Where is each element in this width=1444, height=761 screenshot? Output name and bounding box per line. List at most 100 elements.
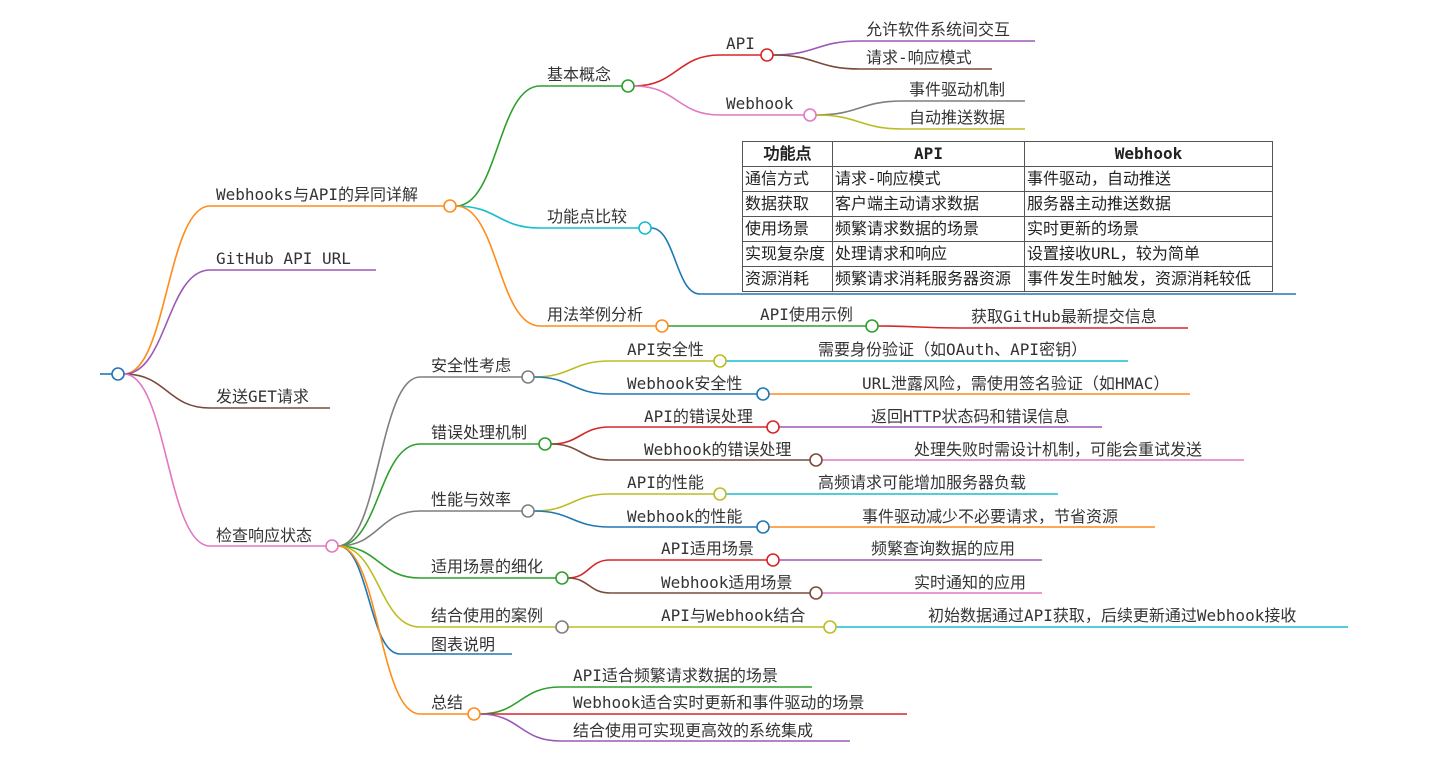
topic-summary-combined: 结合使用可实现更高效的系统集成	[573, 721, 814, 740]
table-header: API	[832, 141, 1025, 167]
topic-webhooks-vs-api: Webhooks与API的异同详解	[216, 185, 418, 204]
table-cell: 实现复杂度	[742, 241, 833, 267]
node-circle	[760, 48, 774, 62]
connector-b3	[123, 373, 330, 409]
topic-webhook-scenario: Webhook适用场景	[661, 573, 793, 592]
node-circle	[713, 487, 727, 501]
table-row: 数据获取 客户端主动请求数据 服务器主动推送数据	[742, 191, 1273, 217]
connector-line	[550, 426, 773, 445]
node-circle	[823, 620, 837, 634]
connector-line	[455, 85, 628, 207]
topic-combined-case: 结合使用的案例	[431, 606, 544, 625]
connector-line	[815, 100, 1025, 116]
table-header: Webhook	[1024, 141, 1273, 167]
topic-webhook-performance-detail: 事件驱动减少不必要请求，节省资源	[862, 507, 1119, 526]
node-circle	[809, 586, 823, 600]
connector-line	[772, 54, 992, 70]
topic-webhook-scenario-detail: 实时通知的应用	[914, 573, 1027, 592]
topic-api: API	[726, 34, 755, 53]
connector-line	[455, 205, 662, 327]
topic-webhook-error-detail: 处理失败时需设计机制，可能会重试发送	[914, 440, 1203, 459]
node-circle	[766, 553, 780, 567]
topic-api-request-response: 请求-响应模式	[866, 48, 972, 67]
connector-line	[633, 85, 810, 116]
topic-summary-api: API适合频繁请求数据的场景	[573, 666, 778, 685]
node-circle	[865, 319, 879, 333]
table-header: 功能点	[742, 141, 833, 167]
table-row: 实现复杂度 处理请求和响应 设置接收URL，较为简单	[742, 241, 1273, 267]
topic-summary: 总结	[431, 693, 464, 712]
table-cell: 实时更新的场景	[1024, 216, 1273, 242]
connector-line	[533, 510, 763, 528]
topic-api-scenario-detail: 频繁查询数据的应用	[871, 539, 1016, 558]
topic-combined-detail: 初始数据通过API获取，后续更新通过Webhook接收	[928, 606, 1297, 625]
connector-line	[550, 443, 816, 461]
node-circle	[655, 319, 669, 333]
connector-line	[337, 545, 474, 715]
connector-line	[479, 686, 812, 715]
topic-basic-concepts: 基本概念	[547, 65, 612, 84]
topic-github-api-url: GitHub API URL	[216, 249, 351, 268]
connector-line	[479, 713, 850, 742]
node-circle	[766, 420, 780, 434]
topic-usage-examples: 用法举例分析	[547, 305, 644, 324]
table-cell: 请求-响应模式	[832, 166, 1025, 192]
table-header-row: 功能点 API Webhook	[742, 141, 1273, 167]
connector-line	[533, 493, 720, 512]
table-row: 使用场景 频繁请求数据的场景 实时更新的场景	[742, 216, 1273, 242]
topic-api-usage-example: API使用示例	[760, 305, 853, 324]
topic-api-security-detail: 需要身份验证（如OAuth、API密钥）	[818, 340, 1088, 359]
topic-chart-notes: 图表说明	[431, 635, 496, 654]
connector-line	[337, 545, 562, 628]
topic-send-get-request: 发送GET请求	[216, 387, 309, 406]
node-circle	[756, 520, 770, 534]
topic-api-performance-detail: 高频请求可能增加服务器负载	[818, 473, 1027, 492]
connector-line	[337, 510, 528, 547]
connector-line	[567, 559, 773, 579]
connector-b4	[123, 373, 332, 547]
node-circle	[467, 707, 481, 721]
connector-line	[650, 227, 1296, 295]
connector-line	[337, 443, 545, 547]
comparison-table: 功能点 API Webhook 通信方式 请求-响应模式 事件驱动，自动推送 数…	[742, 141, 1273, 292]
table-row: 资源消耗 频繁请求消耗服务器资源 事件发生时触发，资源消耗较低	[742, 266, 1273, 292]
topic-check-response-status: 检查响应状态	[216, 526, 313, 545]
connector-line	[337, 545, 562, 579]
node-circle	[521, 370, 535, 384]
table-row: 通信方式 请求-响应模式 事件驱动，自动推送	[742, 166, 1273, 192]
node-circle	[555, 571, 569, 585]
topic-api-interaction: 允许软件系统间交互	[866, 20, 1011, 39]
node-circle	[713, 354, 727, 368]
table-cell: 客户端主动请求数据	[832, 191, 1025, 217]
topic-summary-webhook: Webhook适合实时更新和事件驱动的场景	[573, 693, 865, 712]
connector-line	[877, 325, 1188, 329]
connector-line	[533, 376, 763, 395]
topic-github-latest-commit: 获取GitHub最新提交信息	[971, 307, 1157, 326]
topic-performance: 性能与效率	[431, 490, 512, 509]
topic-webhook-security: Webhook安全性	[627, 374, 743, 393]
connector-b1	[123, 205, 450, 375]
node-circle	[538, 437, 552, 451]
topic-api-performance: API的性能	[627, 473, 704, 492]
table-cell: 事件驱动，自动推送	[1024, 166, 1273, 192]
topic-webhook-security-detail: URL泄露风险，需使用签名验证（如HMAC）	[862, 374, 1170, 393]
connector-line	[533, 360, 720, 378]
topic-webhook-auto-push: 自动推送数据	[909, 108, 1006, 127]
table-cell: 使用场景	[742, 216, 833, 242]
node-circle	[809, 453, 823, 467]
topic-webhook-event-driven: 事件驱动机制	[909, 80, 1006, 99]
topic-security: 安全性考虑	[431, 356, 512, 375]
table-cell: 数据获取	[742, 191, 833, 217]
topic-webhook-error-handling: Webhook的错误处理	[644, 440, 792, 459]
topic-webhook-performance: Webhook的性能	[627, 507, 743, 526]
connector-line	[772, 40, 1035, 56]
connector-line	[337, 376, 528, 547]
table-cell: 频繁请求消耗服务器资源	[832, 266, 1025, 292]
node-circle	[555, 620, 569, 634]
node-circle	[521, 504, 535, 518]
topic-api-security: API安全性	[627, 340, 704, 359]
node-circle	[638, 221, 652, 235]
topic-api-error-handling: API的错误处理	[644, 407, 753, 426]
topic-error-handling: 错误处理机制	[431, 423, 528, 442]
